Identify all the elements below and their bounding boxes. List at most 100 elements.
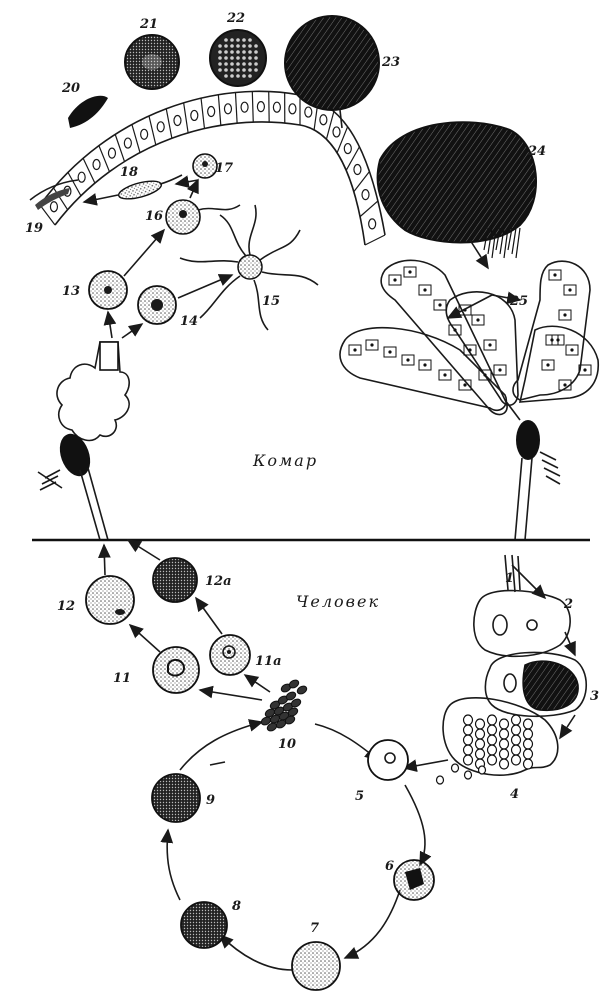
- gland-nucleus: [370, 343, 373, 346]
- epithelial-cell-wall: [115, 134, 124, 161]
- sporoblast-granule: [236, 74, 240, 78]
- mosquito-proboscis-right: [515, 420, 560, 540]
- sporoblast-granule: [218, 62, 222, 66]
- merozoite: [488, 715, 497, 725]
- gland-nucleus: [476, 318, 479, 321]
- epithelial-cell-wall: [326, 111, 333, 139]
- gland-nucleus: [423, 288, 426, 291]
- label-24: 24: [527, 144, 546, 159]
- merozoite: [488, 735, 497, 745]
- gland-nucleus: [546, 363, 549, 366]
- free-merozoite: [437, 776, 444, 784]
- merozoite: [464, 715, 473, 725]
- gametocyte-12: [86, 576, 134, 624]
- merozoite: [512, 735, 521, 745]
- epithelial-nucleus: [241, 102, 248, 112]
- epithelial-nucleus: [320, 115, 327, 125]
- salivary-glands-25: [340, 260, 598, 420]
- merozoite: [464, 745, 473, 755]
- epithelial-cell-wall: [99, 146, 110, 172]
- merozoite: [476, 719, 485, 729]
- merozoite: [524, 749, 533, 759]
- epithelial-nucleus: [289, 104, 296, 114]
- gametocyte-12a: [153, 558, 197, 602]
- epithelial-nucleus: [208, 107, 215, 117]
- gland-nucleus: [550, 338, 553, 341]
- epithelial-nucleus: [141, 129, 148, 139]
- merozoite: [476, 749, 485, 759]
- sporoblast-granule: [242, 38, 246, 42]
- merozoite: [512, 715, 521, 725]
- sporoblast-granule: [254, 68, 258, 72]
- sporoblast-granule: [236, 50, 240, 54]
- merozoite: [524, 719, 533, 729]
- merozoite: [524, 759, 533, 769]
- merozoite-release-10: [260, 678, 308, 732]
- label-1: 1: [505, 571, 514, 586]
- gland-nucleus: [408, 270, 411, 273]
- label-21: 21: [139, 17, 158, 32]
- epithelial-cell-wall: [184, 103, 188, 133]
- oocyst-22: [210, 30, 266, 86]
- gland-nucleus: [438, 303, 441, 306]
- mosquito-gut: [57, 342, 129, 440]
- sporoblast-granule: [224, 74, 228, 78]
- merozoite: [488, 745, 497, 755]
- arrow-up-14: [122, 324, 142, 338]
- ookinete-20: [68, 96, 108, 128]
- sporoblast-granule: [218, 68, 222, 72]
- sporoblast-granule: [254, 56, 258, 60]
- arrow-2-3: [565, 632, 575, 655]
- human-section-label: Человек: [296, 592, 380, 611]
- oocyst-21: [125, 35, 179, 89]
- arrow-18-19: [84, 195, 118, 202]
- label-10: 10: [278, 737, 296, 752]
- label-15: 15: [262, 294, 280, 309]
- merozoite: [500, 739, 509, 749]
- epithelial-cell-wall: [201, 98, 204, 128]
- epithelial-cell-wall: [132, 124, 140, 152]
- epithelial-nucleus: [50, 202, 57, 212]
- zygote-17: [193, 154, 217, 178]
- arrow-4-5: [404, 760, 448, 768]
- merozoite: [464, 755, 473, 765]
- label-23: 23: [381, 55, 400, 70]
- merozoite: [488, 725, 497, 735]
- arrow-14-15: [178, 275, 232, 298]
- sporoblast-granule: [230, 50, 234, 54]
- label-17: 17: [215, 161, 233, 176]
- arrow-16-17: [190, 180, 198, 198]
- merozoite: [476, 739, 485, 749]
- gland-nucleus: [498, 368, 501, 371]
- merozoite: [512, 745, 521, 755]
- label-11a: 11a: [255, 654, 282, 669]
- label-14: 14: [180, 314, 198, 329]
- epithelial-cell-wall: [365, 235, 385, 245]
- gland-nucleus: [568, 288, 571, 291]
- sporoblast-granule: [248, 68, 252, 72]
- sporoblast-granule: [242, 74, 246, 78]
- label-5: 5: [355, 789, 364, 804]
- label-8: 8: [232, 899, 241, 914]
- epithelial-nucleus: [124, 138, 131, 148]
- label-11: 11: [113, 671, 131, 686]
- merozoite: [500, 749, 509, 759]
- sporoblast-granule: [248, 44, 252, 48]
- liver-schizont-3: [485, 652, 586, 716]
- free-merozoite: [465, 771, 472, 779]
- label-18: 18: [120, 165, 138, 180]
- oocyst-24-rupturing: [378, 122, 536, 258]
- arrow-3-4: [560, 715, 575, 738]
- epithelial-nucleus: [344, 144, 351, 154]
- epithelial-nucleus: [362, 190, 369, 200]
- epithelial-cell-wall: [360, 201, 378, 217]
- sporoblast-granule: [254, 62, 258, 66]
- merozoite: [464, 735, 473, 745]
- mosquito-proboscis-left: [38, 430, 108, 540]
- gland-nucleus: [393, 278, 396, 281]
- sporoblast-granule: [248, 38, 252, 42]
- epithelial-nucleus: [305, 107, 312, 117]
- sporoblast-granule: [242, 44, 246, 48]
- sporoblast-granule: [236, 62, 240, 66]
